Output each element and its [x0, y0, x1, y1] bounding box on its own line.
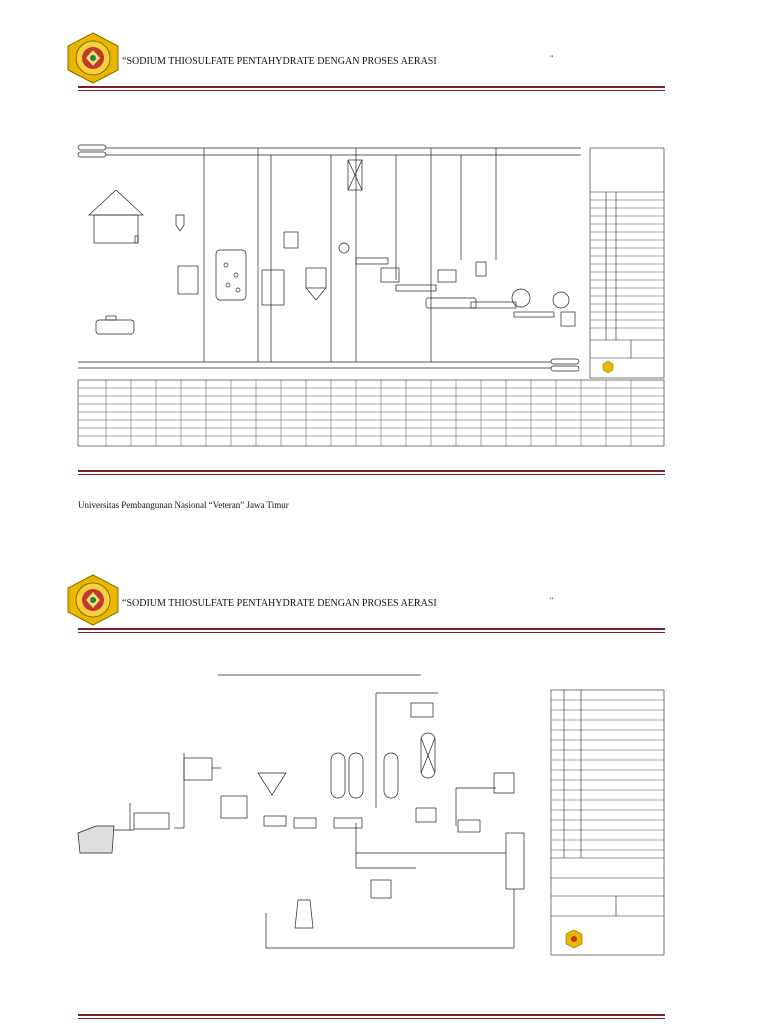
- mini-logo-icon: [602, 360, 614, 374]
- page-title: “SODIUM THIOSULFATE PENTAHYDRATE DENGAN …: [122, 56, 437, 67]
- logo-emblem-icon: [67, 32, 119, 84]
- footer-rule: [78, 1014, 665, 1016]
- header-rule: [78, 628, 665, 630]
- footer-rule-thin: [78, 1018, 665, 1019]
- header-rule-thin: [78, 90, 665, 91]
- footer-rule-thin: [78, 474, 665, 475]
- header-rule: [78, 86, 665, 88]
- logo-emblem-icon: [67, 574, 119, 626]
- header-rule-thin: [78, 632, 665, 633]
- header-mark: ": [550, 54, 554, 63]
- process-flow-diagram-2: [77, 674, 665, 956]
- page-title: “SODIUM THIOSULFATE PENTAHYDRATE DENGAN …: [122, 598, 437, 609]
- process-flow-diagram-1: [77, 144, 665, 447]
- footer-rule: [78, 470, 665, 472]
- header-mark: ": [550, 596, 554, 605]
- footer-university: Universitas Pembangunan Nasional “Vetera…: [78, 500, 289, 510]
